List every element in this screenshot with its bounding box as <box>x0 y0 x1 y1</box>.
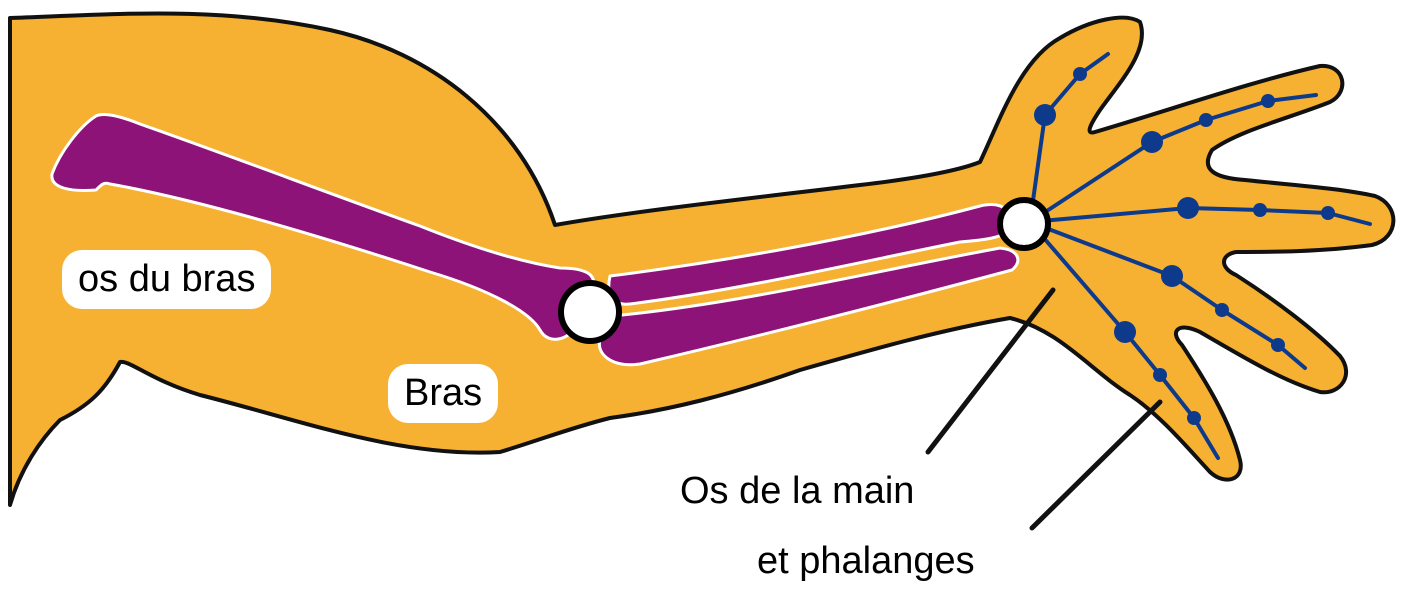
leader-line-phalanges <box>1032 402 1160 528</box>
wrist-joint <box>1000 200 1048 248</box>
phalanges-label: et phalanges <box>757 542 975 580</box>
arm-label: Bras <box>388 364 498 423</box>
arm-bone-label: os du bras <box>62 250 271 309</box>
hand-bones-label: Os de la main <box>680 472 914 510</box>
elbow-joint <box>561 283 619 341</box>
